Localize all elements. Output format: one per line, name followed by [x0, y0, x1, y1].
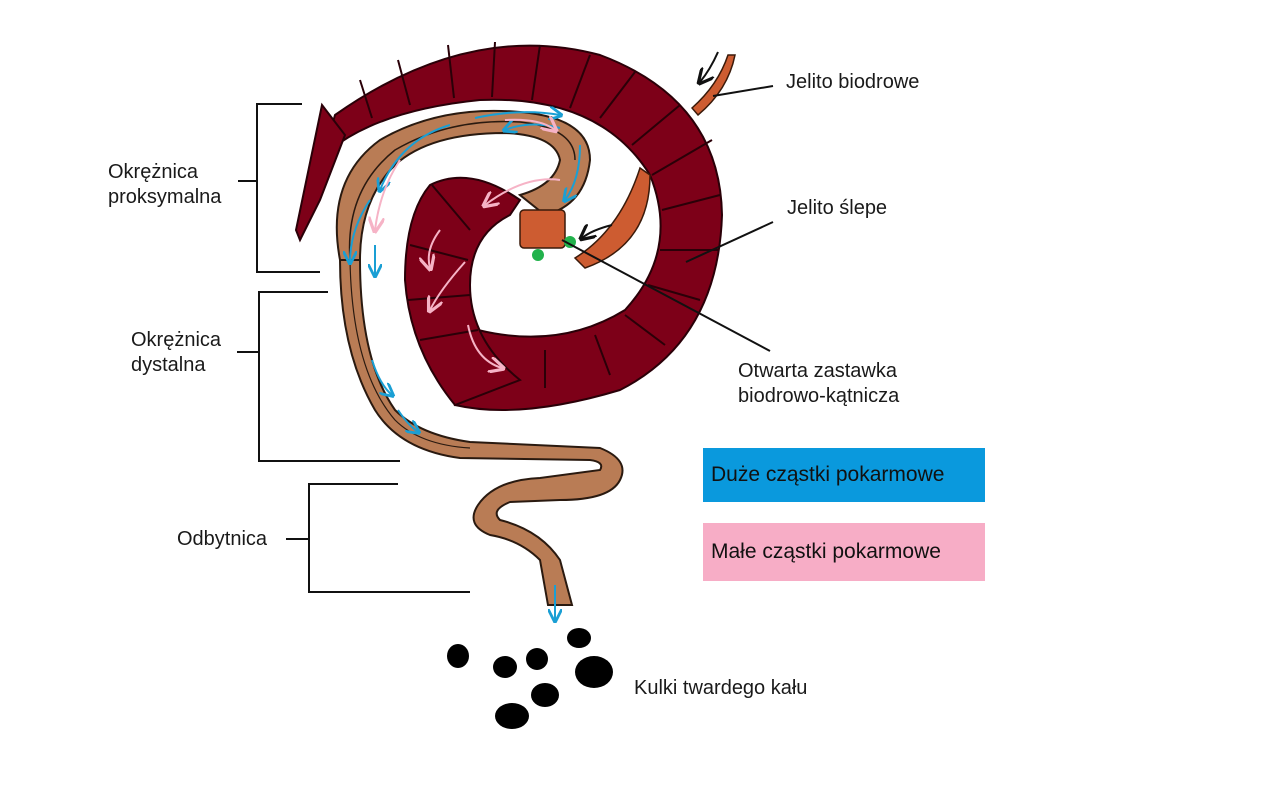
legend-small-particles-text: Małe cząstki pokarmowe [711, 540, 941, 563]
legend-large-particles-text: Duże cząstki pokarmowe [711, 463, 945, 486]
pink-arrow [485, 178, 561, 205]
pink-arrow [467, 324, 502, 368]
small-particle-arrows [375, 120, 560, 368]
legend-large-particles: Duże cząstki pokarmowe [703, 448, 985, 502]
ileum-flow-arrows [582, 51, 719, 238]
blue-arrow [380, 124, 451, 190]
pink-arrow [375, 159, 401, 230]
large-particle-arrows [350, 112, 581, 620]
pellet [447, 644, 469, 668]
blue-arrow [371, 359, 392, 395]
blue-arrow [350, 199, 371, 262]
valve-label: Otwarta zastawka biodrowo-kątnicza [738, 360, 900, 407]
label-brackets [237, 85, 774, 593]
valve-leader [561, 239, 771, 352]
proximal-colon-bracket [256, 103, 320, 273]
pellet [531, 683, 559, 707]
ileum-leader [712, 85, 774, 97]
cecum-leader [685, 221, 774, 263]
blue-arrow [397, 409, 418, 432]
feces-label: Kulki twardego kału [634, 677, 808, 699]
cecum-label: Jelito ślepe [787, 197, 888, 219]
ileum-tube [690, 54, 736, 117]
blue-arrow [474, 112, 560, 118]
pellet [567, 628, 591, 648]
pellet [526, 648, 548, 670]
cecum-tip [294, 102, 347, 243]
ileum-label: Jelito biodrowe [786, 71, 920, 93]
blue-arrow [565, 144, 581, 200]
distal-colon-bracket [258, 291, 400, 462]
proximal-colon-label: Okrężnica proksymalna [108, 161, 222, 208]
pink-arrow [504, 120, 555, 130]
cecum-inner-band [403, 176, 522, 407]
pellet [575, 656, 613, 688]
rectum-bracket [308, 483, 470, 593]
cecum [294, 41, 724, 411]
pellet [493, 656, 517, 678]
black-arrow [700, 51, 719, 82]
pink-arrow [429, 229, 441, 268]
pink-arrow [430, 261, 466, 310]
rectum-label: Odbytnica [177, 528, 268, 550]
distal-colon-tube [338, 259, 624, 606]
valve-dot [532, 249, 544, 261]
distal-colon-label: Okrężnica dystalna [131, 329, 222, 376]
legend-small-particles: Małe cząstki pokarmowe [703, 523, 985, 581]
black-arrow [582, 225, 613, 238]
pellet [495, 703, 529, 729]
ileocecal-valve [519, 209, 566, 249]
cecum-segment-lines [359, 41, 721, 388]
feces-pellets [447, 628, 613, 729]
ileum-inner-tube [573, 166, 651, 269]
